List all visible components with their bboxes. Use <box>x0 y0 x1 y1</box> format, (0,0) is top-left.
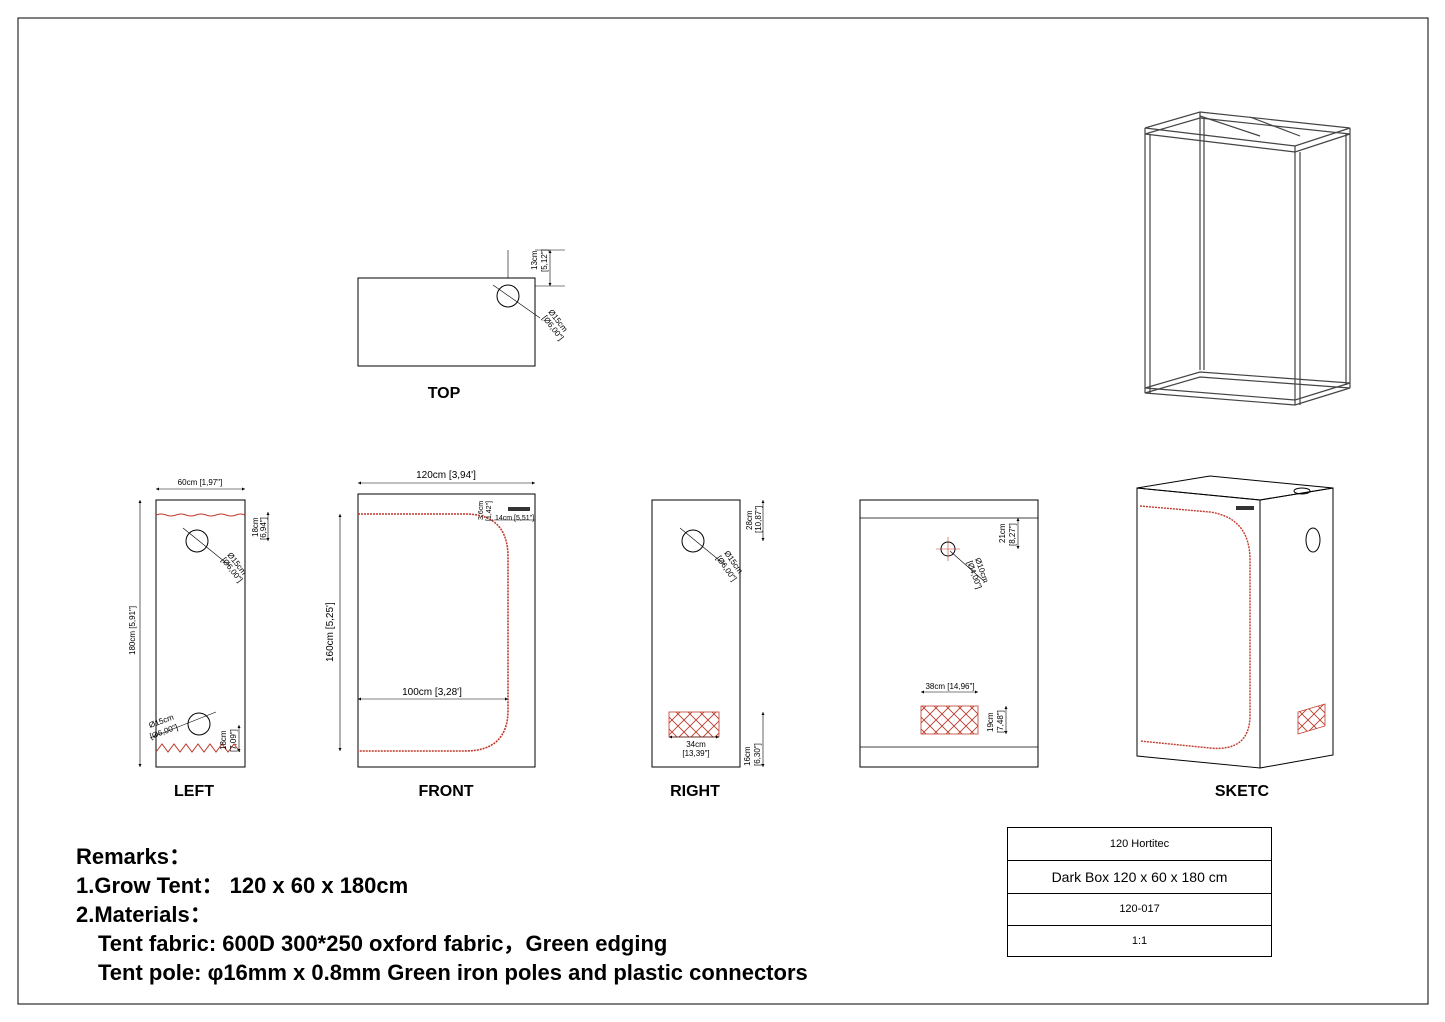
left-view: 60cm [1,97"] 180cm [5,91"] 18cm [6,94"] … <box>128 478 270 800</box>
left-vent-bottom-cross <box>149 711 217 739</box>
right-outline <box>651 499 741 768</box>
left-height-text: 180cm [5,91"] <box>128 606 137 655</box>
remarks-line-1: 1.Grow Tent： 120 x 60 x 180cm <box>76 873 409 898</box>
title-block: 120 Hortitec Dark Box 120 x 60 x 180 cm … <box>1007 827 1272 957</box>
left-vent-top-cross <box>182 527 231 567</box>
right-vent-cross <box>679 527 726 566</box>
front-view: 120cm [3,94'] 160cm [5,25'] 100cm [3,28'… <box>325 470 536 800</box>
remarks-line-2: 2.Materials： <box>76 902 212 927</box>
sketch-view: SKETC <box>1136 475 1334 800</box>
frame-3d <box>1144 111 1351 406</box>
left-18b-text: 18cm <box>219 730 228 750</box>
front-height-text: 160cm [5,25'] <box>325 602 336 662</box>
front-14-text: 14cm [5,51"] <box>495 515 534 522</box>
remarks-fabric: Tent fabric: 600D 300*250 oxford fabric，… <box>98 931 668 956</box>
top-vent-cross <box>492 284 541 319</box>
top-outline <box>357 277 536 367</box>
title-block-product: Dark Box 120 x 60 x 180 cm <box>1008 861 1271 894</box>
front-36-in-text: [1,42"] <box>486 501 493 521</box>
back-vent-leader <box>949 550 986 583</box>
back-view: 21cm [8,27"] Ø10cm [Ø4,00"] 38cm [14,96"… <box>859 499 1039 768</box>
sketch-top-vent <box>1293 487 1311 495</box>
right-label: RIGHT <box>670 783 720 800</box>
left-zipper-top <box>155 513 246 517</box>
left-outline <box>155 499 246 768</box>
left-vent-top <box>185 529 209 553</box>
left-width-text: 60cm [1,97"] <box>178 478 223 487</box>
back-19-in-text: [7,48"] <box>996 710 1005 733</box>
right-16-in-text: [6,30"] <box>753 743 762 766</box>
right-34-in-text: [13,39"] <box>682 749 709 758</box>
sketch-side-mesh <box>1297 703 1326 735</box>
right-16-text: 16cm <box>743 746 752 766</box>
sketch-zipper <box>1139 505 1251 750</box>
front-36-text: 3,6cm <box>478 501 485 520</box>
left-18-in-text: [6,94"] <box>259 517 268 540</box>
back-21-in-text: [8,27"] <box>1008 523 1017 546</box>
title-block-code: 120-017 <box>1008 894 1271 926</box>
left-18b-in-text: [7,09"] <box>229 729 238 752</box>
right-view: 28cm [10,87"] Ø15cm [Ø6,00"] 34cm [13,39… <box>651 499 765 800</box>
top-label: TOP <box>428 385 461 402</box>
remarks-pole: Tent pole: φ16mm x 0.8mm Green iron pole… <box>98 960 808 985</box>
left-18-text: 18cm <box>251 517 260 537</box>
top-vent-circle <box>496 284 520 308</box>
back-outline <box>859 499 1039 768</box>
title-block-scale: 1:1 <box>1131 935 1148 947</box>
sketch-side-face <box>1259 487 1334 769</box>
right-mesh-window <box>668 711 720 738</box>
front-inner-text: 100cm [3,28'] <box>402 687 462 698</box>
back-mesh-window <box>920 705 979 735</box>
sketch-label-patch <box>1236 506 1254 510</box>
back-19-text: 19cm <box>986 712 995 732</box>
front-width-text: 120cm [3,94'] <box>416 470 476 481</box>
sketch-front-face <box>1136 487 1261 769</box>
left-label: LEFT <box>174 783 214 800</box>
front-outline <box>357 493 536 768</box>
right-28-in-text: [10,87"] <box>754 506 763 533</box>
right-vent <box>681 529 705 553</box>
left-zipper-bottom <box>155 743 241 753</box>
back-21-text: 21cm <box>998 523 1007 543</box>
sketch-side-vent <box>1305 527 1321 553</box>
front-label: FRONT <box>418 783 473 800</box>
front-label-patch <box>508 507 530 511</box>
top-dim-13: 13cm <box>530 250 539 270</box>
top-view: 13cm [5,12"] Ø15cm [Ø6,00"] TOP <box>357 249 570 402</box>
remarks-title: Remarks： <box>76 844 191 869</box>
remarks-block: Remarks： 1.Grow Tent： 120 x 60 x 180cm 2… <box>76 842 808 987</box>
front-zipper <box>358 513 509 752</box>
title-block-brand: 120 Hortitec <box>1008 828 1271 861</box>
sketc-label: SKETC <box>1215 783 1270 800</box>
top-dim-13-in: [5,12"] <box>540 249 549 272</box>
right-34-text: 34cm <box>686 740 706 749</box>
back-38-text: 38cm [14,96"] <box>925 682 974 691</box>
right-28-text: 28cm <box>745 510 754 530</box>
sheet-border <box>17 17 1429 1005</box>
left-vent-bottom <box>187 712 211 736</box>
